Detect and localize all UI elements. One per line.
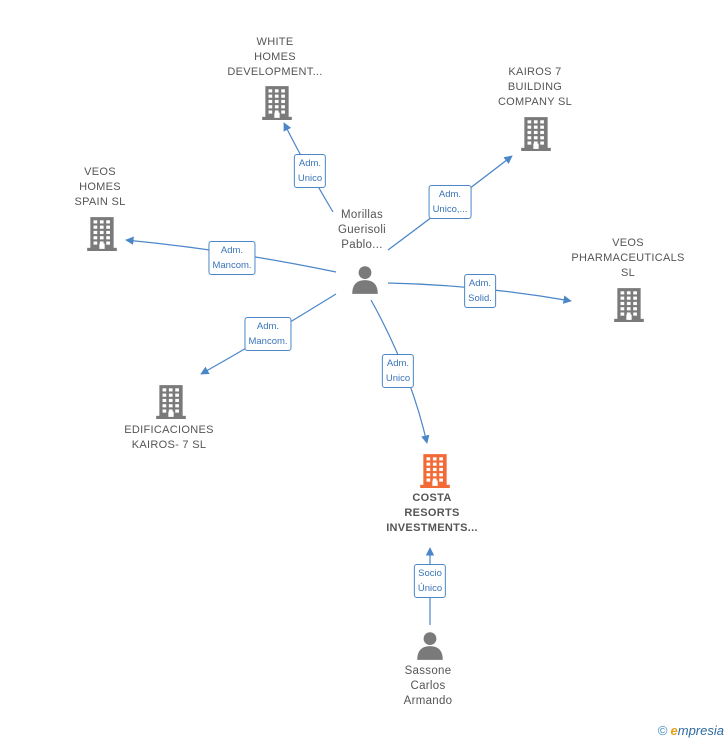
node-label-costa-resorts[interactable]: COSTA RESORTS INVESTMENTS... <box>386 492 478 534</box>
node-label-edificaciones[interactable]: EDIFICACIONES KAIROS- 7 SL <box>124 424 214 451</box>
edge-label-kairos7[interactable]: Adm. Unico,... <box>428 185 472 219</box>
brand-name: mpresia <box>677 723 724 738</box>
node-label-veos-pharma[interactable]: VEOS PHARMACEUTICALS SL <box>571 237 685 279</box>
building-icon-veos-pharma[interactable] <box>613 286 645 322</box>
node-label-morillas[interactable]: Morillas Guerisoli Pablo... <box>337 209 387 251</box>
building-icon-white-homes[interactable] <box>261 84 293 120</box>
brand-logo-e: e <box>670 723 678 738</box>
edge-label-sassone[interactable]: Socio Único <box>413 564 447 598</box>
person-icon-sassone[interactable] <box>414 629 446 661</box>
edge-label-veos-pharma[interactable]: Adm. Solid. <box>464 274 496 308</box>
person-icon-morillas[interactable] <box>349 263 381 295</box>
building-icon-veos-homes[interactable] <box>86 215 118 251</box>
edge-label-costa[interactable]: Adm. Unico <box>381 354 415 388</box>
node-label-veos-homes[interactable]: VEOS HOMES SPAIN SL <box>74 166 126 208</box>
node-label-kairos7[interactable]: KAIROS 7 BUILDING COMPANY SL <box>497 66 573 108</box>
empresia-brand[interactable]: ©empresia <box>658 723 724 738</box>
edge-label-edificaciones[interactable]: Adm. Mancom. <box>244 317 292 351</box>
building-icon-edificaciones[interactable] <box>155 383 187 419</box>
copyright-icon: © <box>657 723 668 738</box>
edge-label-veos-homes[interactable]: Adm. Mancom. <box>208 241 256 275</box>
building-icon-costa-resorts[interactable] <box>419 452 451 488</box>
building-icon-kairos7[interactable] <box>520 115 552 151</box>
node-label-sassone[interactable]: Sassone Carlos Armando <box>403 665 453 707</box>
node-label-white-homes[interactable]: WHITE HOMES DEVELOPMENT... <box>227 36 323 78</box>
edge-label-white-homes[interactable]: Adm. Unico <box>293 154 327 188</box>
